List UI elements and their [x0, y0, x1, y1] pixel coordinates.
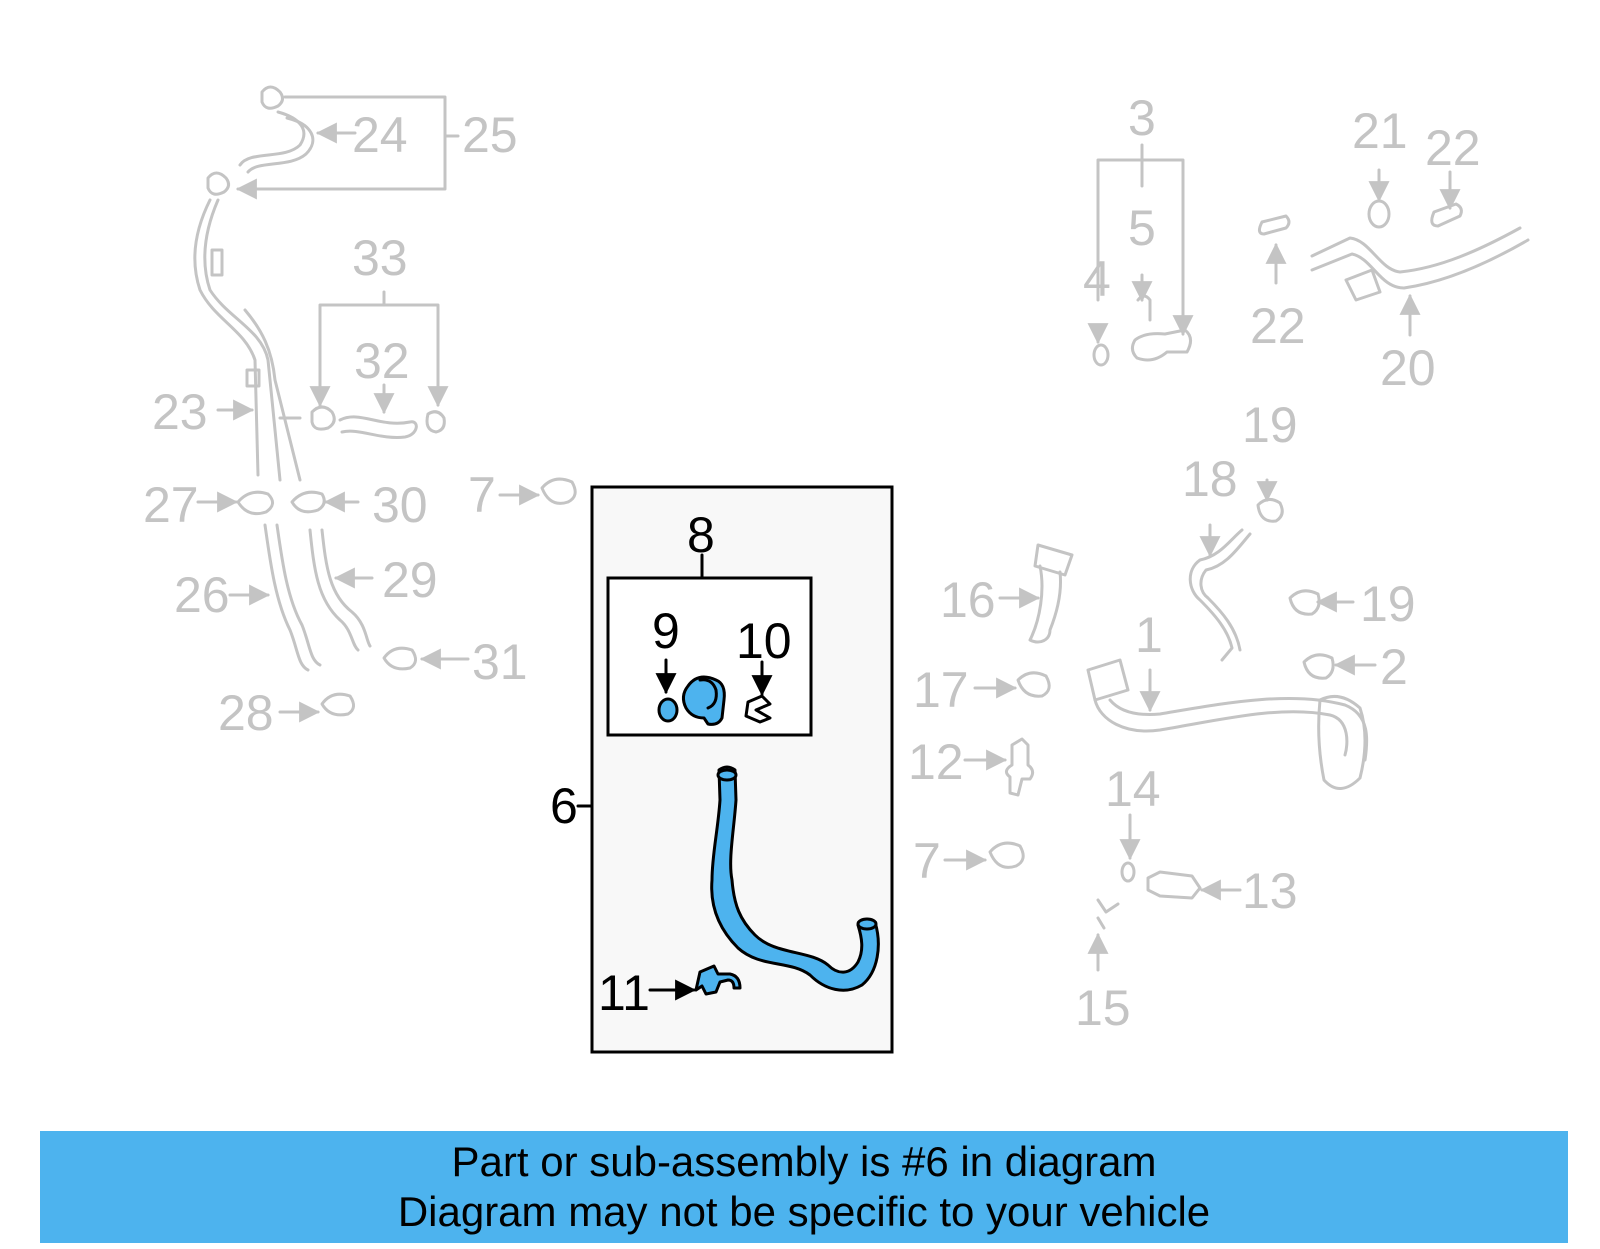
banner-line-2: Diagram may not be specific to your vehi…: [397, 1188, 1211, 1235]
label-12: 12: [908, 734, 964, 790]
label-19-lower: 19: [1360, 576, 1416, 632]
label-8: 8: [687, 507, 715, 563]
bracket-11: [694, 964, 742, 996]
clip-10: [744, 694, 772, 724]
label-11: 11: [598, 965, 650, 1021]
part-labels: 24 25 33 32 23 27 30 7 26 29 31 28 3 5 4…: [143, 90, 1481, 1036]
label-7-lower: 7: [913, 833, 941, 889]
label-4: 4: [1083, 251, 1111, 307]
label-6: 6: [550, 778, 578, 834]
label-27: 27: [143, 477, 199, 533]
label-31: 31: [472, 634, 528, 690]
label-5: 5: [1128, 200, 1156, 256]
label-7-upper: 7: [468, 467, 496, 523]
label-20: 20: [1380, 340, 1436, 396]
label-3: 3: [1128, 90, 1156, 146]
label-24: 24: [352, 107, 408, 163]
left-ghost-parts: [193, 85, 577, 723]
label-33: 33: [352, 230, 408, 286]
kit-6-group: [576, 485, 894, 1054]
label-30: 30: [372, 477, 428, 533]
label-14: 14: [1105, 761, 1161, 817]
label-28: 28: [218, 685, 274, 741]
label-1: 1: [1135, 607, 1163, 663]
label-25: 25: [462, 107, 518, 163]
label-22-bottom: 22: [1250, 298, 1306, 354]
label-13: 13: [1242, 863, 1298, 919]
banner-line-1: Part or sub-assembly is #6 in diagram: [451, 1138, 1157, 1185]
hose-6: [710, 765, 880, 992]
o-ring-9: [657, 697, 679, 723]
label-2: 2: [1380, 639, 1408, 695]
right-ghost-parts: [943, 143, 1530, 972]
label-32: 32: [354, 333, 410, 389]
label-21: 21: [1352, 103, 1408, 159]
label-26: 26: [174, 567, 230, 623]
label-23: 23: [152, 384, 208, 440]
label-29: 29: [382, 552, 438, 608]
label-16: 16: [940, 572, 996, 628]
label-9: 9: [652, 603, 680, 659]
info-banner: Part or sub-assembly is #6 in diagram Di…: [40, 1131, 1568, 1243]
label-10: 10: [736, 613, 792, 669]
label-18: 18: [1182, 451, 1238, 507]
label-22-top: 22: [1425, 120, 1481, 176]
label-19-top: 19: [1242, 397, 1298, 453]
label-15: 15: [1075, 980, 1131, 1036]
label-17: 17: [913, 662, 969, 718]
